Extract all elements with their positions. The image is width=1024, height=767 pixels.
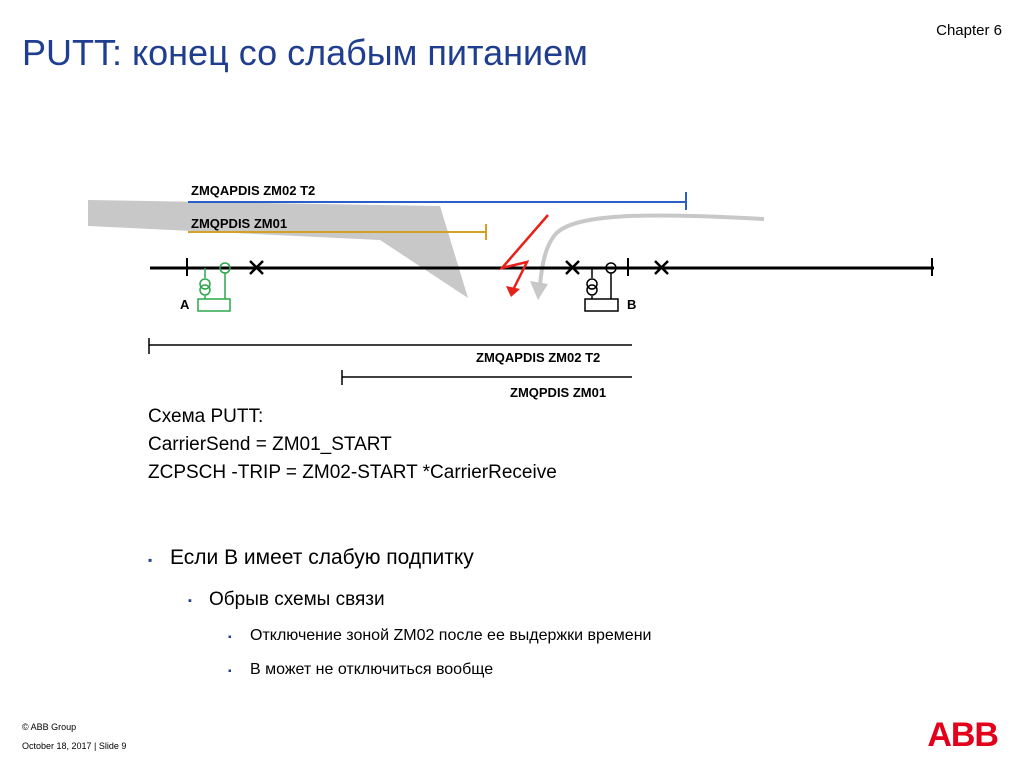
scheme-line-3: ZCPSCH -TRIP = ZM02-START *CarrierReceiv… — [148, 462, 557, 483]
breaker-a-icon — [249, 260, 264, 275]
zone-top-zm02-label: ZMQAPDIS ZM02 T2 — [191, 183, 315, 198]
bullet-level1-text: Если B имеет слабую подпитку — [170, 546, 474, 569]
bullet-marker-icon: ▪ — [148, 553, 153, 567]
station-b-label: B — [627, 297, 636, 312]
relay-b-icon — [584, 262, 619, 312]
bullet-level3b: ▪ B может не отключиться вообще — [228, 661, 493, 679]
bullet-marker-icon: ▪ — [228, 666, 232, 677]
zone-bottom-zm02-label: ZMQAPDIS ZM02 T2 — [476, 350, 600, 365]
relay-a-icon — [197, 262, 231, 312]
bullet-marker-icon: ▪ — [188, 595, 192, 607]
grey-arrow-curved — [538, 213, 765, 286]
abb-logo: ABB — [927, 716, 999, 754]
bullet-level3a: ▪ Отключение зоной ZM02 после ее выдержк… — [228, 627, 651, 645]
bullet-marker-icon: ▪ — [228, 632, 232, 643]
bullet-level3a-text: Отключение зоной ZM02 после ее выдержки … — [250, 627, 652, 644]
putt-scheme-text: Схема PUTT: CarrierSend = ZM01_START ZCP… — [148, 403, 557, 487]
bullet-level1: ▪ Если B имеет слабую подпитку — [148, 546, 474, 570]
bullet-level3b-text: B может не отключиться вообще — [250, 661, 494, 678]
station-a-label: A — [180, 297, 190, 312]
grey-arrow-large — [88, 200, 468, 298]
footer-copyright: © ABB Group — [22, 722, 77, 732]
scheme-line-1: Схема PUTT: — [148, 406, 264, 427]
breaker-b-left-icon — [565, 260, 580, 275]
fault-lightning-icon — [498, 214, 549, 293]
zone-top-zm01-label: ZMQPDIS ZM01 — [191, 216, 287, 231]
fault-lightning-arrowhead — [506, 286, 520, 297]
scheme-line-2: CarrierSend = ZM01_START — [148, 434, 392, 455]
slide-title: PUTT: конец со слабым питанием — [22, 32, 588, 73]
zone-bottom-zm01-label: ZMQPDIS ZM01 — [510, 385, 606, 400]
bullet-level2: ▪ Обрыв схемы связи — [188, 589, 385, 611]
grey-arrow-curved-head — [530, 281, 548, 300]
breaker-b-right-icon — [654, 260, 669, 275]
bullet-level2-text: Обрыв схемы связи — [209, 589, 385, 610]
footer-date-slide: October 18, 2017 | Slide 9 — [22, 741, 127, 751]
chapter-label: Chapter 6 — [936, 22, 1002, 39]
